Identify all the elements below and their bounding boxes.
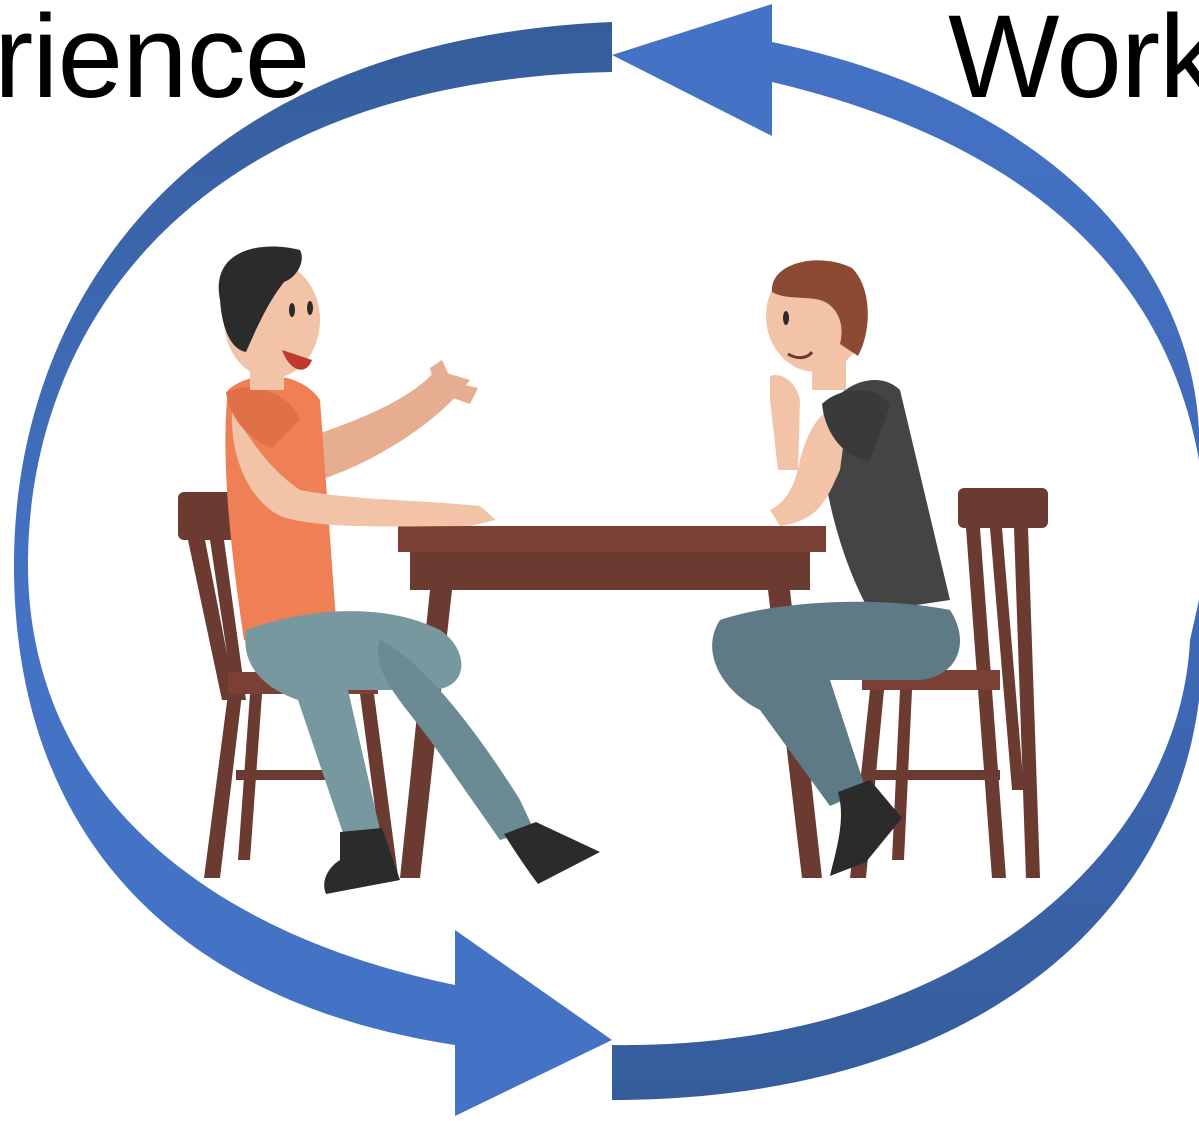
bottom-arrowhead: [455, 930, 612, 1116]
left-label: rience: [0, 0, 310, 123]
top-arrowhead: [612, 4, 772, 136]
left-man: [218, 246, 600, 894]
conversation-illustration: [178, 246, 1048, 894]
right-chair: [850, 488, 1048, 878]
right-cycle-arrow: [612, 4, 1199, 1100]
left-cycle-arrow: [13, 22, 613, 1116]
right-label: Workf: [948, 0, 1199, 123]
right-man: [712, 260, 960, 876]
